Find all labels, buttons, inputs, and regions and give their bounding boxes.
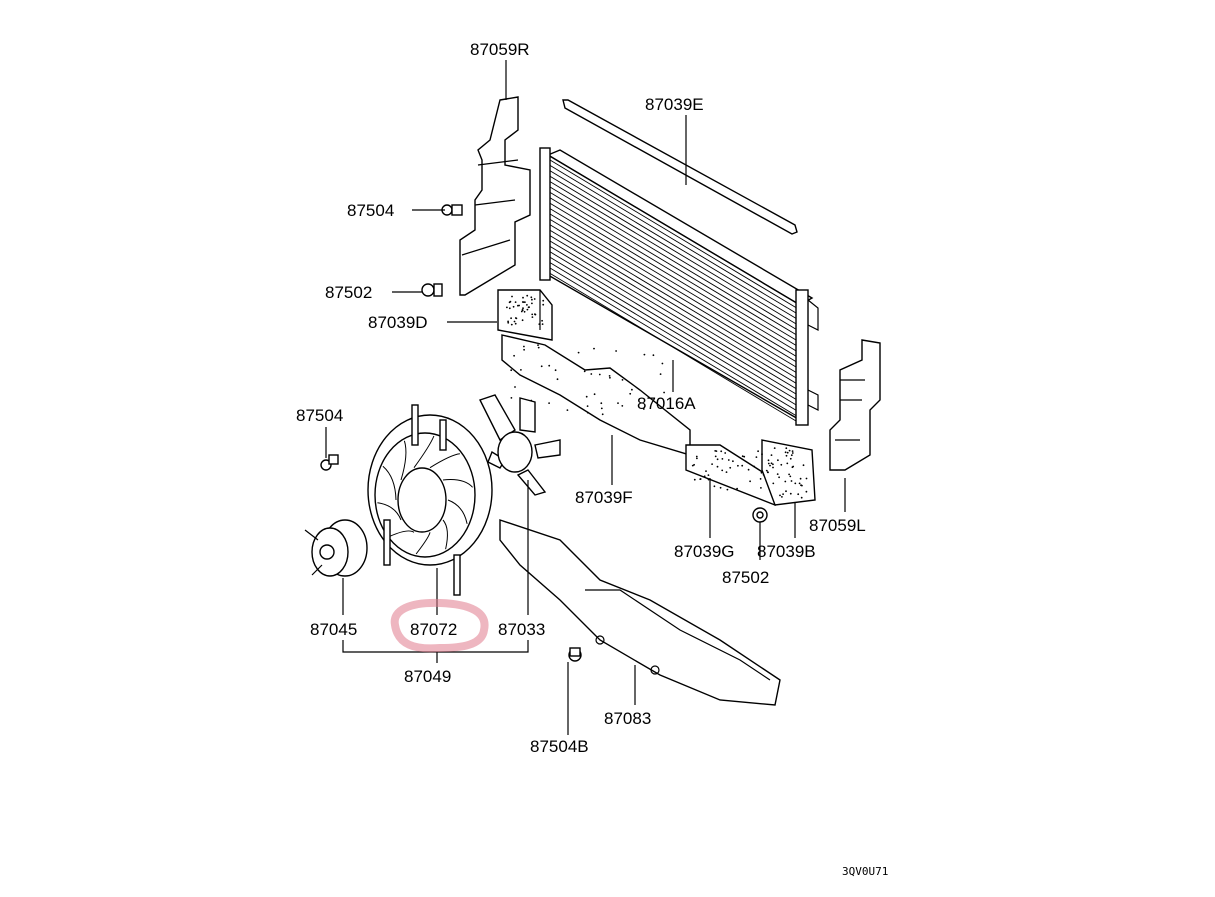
label-87059l: 87059L — [809, 516, 866, 535]
label-87039g: 87039G — [674, 542, 735, 561]
fan-blade-87033 — [479, 394, 561, 496]
label-87072: 87072 — [410, 620, 457, 639]
label-87039e: 87039E — [645, 95, 704, 114]
foam-seal-87039b — [761, 439, 816, 506]
bolt-87504-top — [441, 204, 463, 216]
label-87059r: 87059R — [470, 40, 530, 59]
fan-shroud-87072 — [367, 404, 493, 596]
label-87045: 87045 — [310, 620, 357, 639]
label-87502-top: 87502 — [325, 283, 372, 302]
label-87016a: 87016A — [637, 394, 696, 413]
label-87039b: 87039B — [757, 542, 816, 561]
label-87039d: 87039D — [368, 313, 428, 332]
fan-motor-87045 — [304, 519, 368, 577]
top-strip-87039e — [562, 99, 798, 235]
right-shroud-87059l — [829, 339, 881, 471]
label-87033: 87033 — [498, 620, 545, 639]
foam-seal-87039d — [497, 289, 553, 341]
highlight-marker — [390, 598, 489, 653]
label-87504-left: 87504 — [296, 406, 343, 425]
label-87504b: 87504B — [530, 737, 589, 756]
condenser-87016a — [539, 147, 819, 426]
bolt-87504-left — [320, 454, 339, 471]
label-87049: 87049 — [404, 667, 451, 686]
label-87039f: 87039F — [575, 488, 633, 507]
clip-87502-top — [421, 283, 443, 297]
lower-panel-87083 — [499, 519, 781, 706]
part-labels: 87059R 87039E 87504 87502 87039D 87016A … — [296, 40, 866, 756]
label-87504-top: 87504 — [347, 201, 394, 220]
leader-lines — [325, 60, 846, 735]
label-87502-bottom: 87502 — [722, 568, 769, 587]
clip-87502-bottom — [752, 507, 768, 523]
figure-code: 3QV0U71 — [842, 865, 888, 878]
label-87083: 87083 — [604, 709, 651, 728]
bolt-87504b — [568, 647, 582, 662]
left-shroud-87059r — [459, 96, 531, 296]
